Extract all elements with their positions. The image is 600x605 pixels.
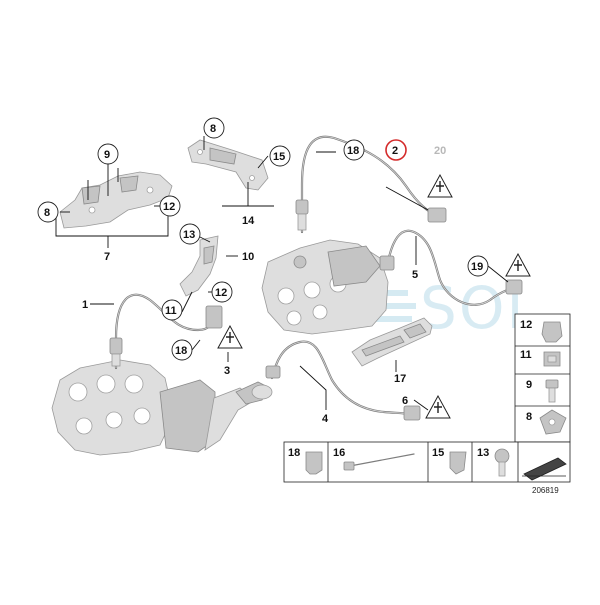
legend-item: 12: [520, 319, 563, 343]
callout-4: 4: [322, 413, 329, 425]
svg-text:1: 1: [82, 299, 88, 311]
callout-7: 7: [104, 251, 110, 263]
svg-text:14: 14: [242, 215, 255, 227]
gasket-strip-icon: [522, 457, 567, 481]
callout-10: 10: [242, 251, 254, 263]
callout-9: 9: [97, 143, 119, 165]
svg-text:8: 8: [44, 207, 50, 219]
callout-20: 20: [434, 145, 446, 157]
callout-8: 8: [203, 117, 225, 139]
svg-text:13: 13: [477, 447, 489, 459]
legend-item: 13: [477, 447, 510, 477]
legend-item: 18: [288, 447, 323, 475]
svg-text:5: 5: [412, 269, 418, 281]
callout-18: 18: [343, 139, 365, 161]
legend-item: 9: [526, 379, 559, 403]
callout-2-highlighted: 2: [385, 139, 407, 161]
callout-18: 18: [171, 339, 193, 361]
callout-11: 11: [161, 299, 183, 321]
legend-side-column: 12 11 9 8: [514, 313, 571, 443]
svg-text:3: 3: [224, 365, 230, 377]
callout-5: 5: [412, 269, 418, 281]
warning-triangle-icon: [505, 252, 531, 277]
bracket-14: [187, 139, 269, 191]
svg-text:6: 6: [402, 395, 408, 407]
bracket-10: [179, 235, 219, 297]
svg-text:4: 4: [322, 413, 329, 425]
warning-triangle-icon: [425, 394, 451, 419]
legend-item: 11: [520, 349, 561, 367]
legend-item: 16: [333, 447, 415, 471]
svg-text:18: 18: [288, 447, 300, 459]
callout-12: 12: [211, 281, 233, 303]
svg-text:20: 20: [434, 145, 446, 157]
legend-item: 15: [432, 447, 467, 475]
callout-13: 13: [179, 223, 201, 245]
callout-3: 3: [224, 365, 230, 377]
heat-shield-left: [59, 171, 173, 229]
svg-text:8: 8: [526, 411, 532, 423]
callout-14: 14: [242, 215, 255, 227]
callout-12: 12: [159, 195, 181, 217]
svg-text:9: 9: [104, 149, 110, 161]
svg-text:11: 11: [520, 349, 532, 361]
oxygen-sensor-2: [295, 135, 447, 234]
leader-lines: [55, 136, 509, 411]
watermark-logo-icon: [368, 290, 416, 322]
highlight-ring: [385, 139, 407, 161]
oxygen-sensor-3: [379, 229, 523, 306]
callout-1: 1: [82, 299, 88, 311]
svg-text:7: 7: [104, 251, 110, 263]
oxygen-sensor-4: [265, 340, 421, 421]
callout-19: 19: [467, 255, 489, 277]
svg-text:9: 9: [526, 379, 532, 391]
svg-text:10: 10: [242, 251, 254, 263]
exhaust-manifold-lower: [51, 359, 273, 456]
warning-triangle-icon: [427, 173, 453, 198]
svg-text:13: 13: [183, 229, 195, 241]
svg-text:18: 18: [347, 145, 359, 157]
svg-text:12: 12: [215, 287, 227, 299]
svg-text:12: 12: [163, 201, 175, 213]
exhaust-manifold-upper: [261, 239, 389, 335]
callout-8: 8: [37, 201, 59, 223]
legend-item: 8: [526, 409, 567, 435]
callout-17: 17: [394, 373, 406, 385]
svg-text:19: 19: [471, 261, 483, 273]
diagram-id: 206819: [532, 486, 559, 495]
svg-text:15: 15: [432, 447, 444, 459]
svg-text:17: 17: [394, 373, 406, 385]
warning-triangle-icon: [217, 324, 243, 349]
svg-text:8: 8: [210, 123, 216, 135]
svg-text:11: 11: [165, 305, 177, 317]
heat-shield-rail-17: [351, 317, 433, 367]
callout-15: 15: [269, 145, 291, 167]
svg-text:2: 2: [392, 145, 398, 157]
svg-text:18: 18: [175, 345, 187, 357]
svg-text:16: 16: [333, 447, 345, 459]
svg-text:12: 12: [520, 319, 532, 331]
legend-bottom-row: 18 16 15 13: [283, 441, 571, 483]
svg-text:15: 15: [273, 151, 285, 163]
callout-6: 6: [402, 395, 408, 407]
